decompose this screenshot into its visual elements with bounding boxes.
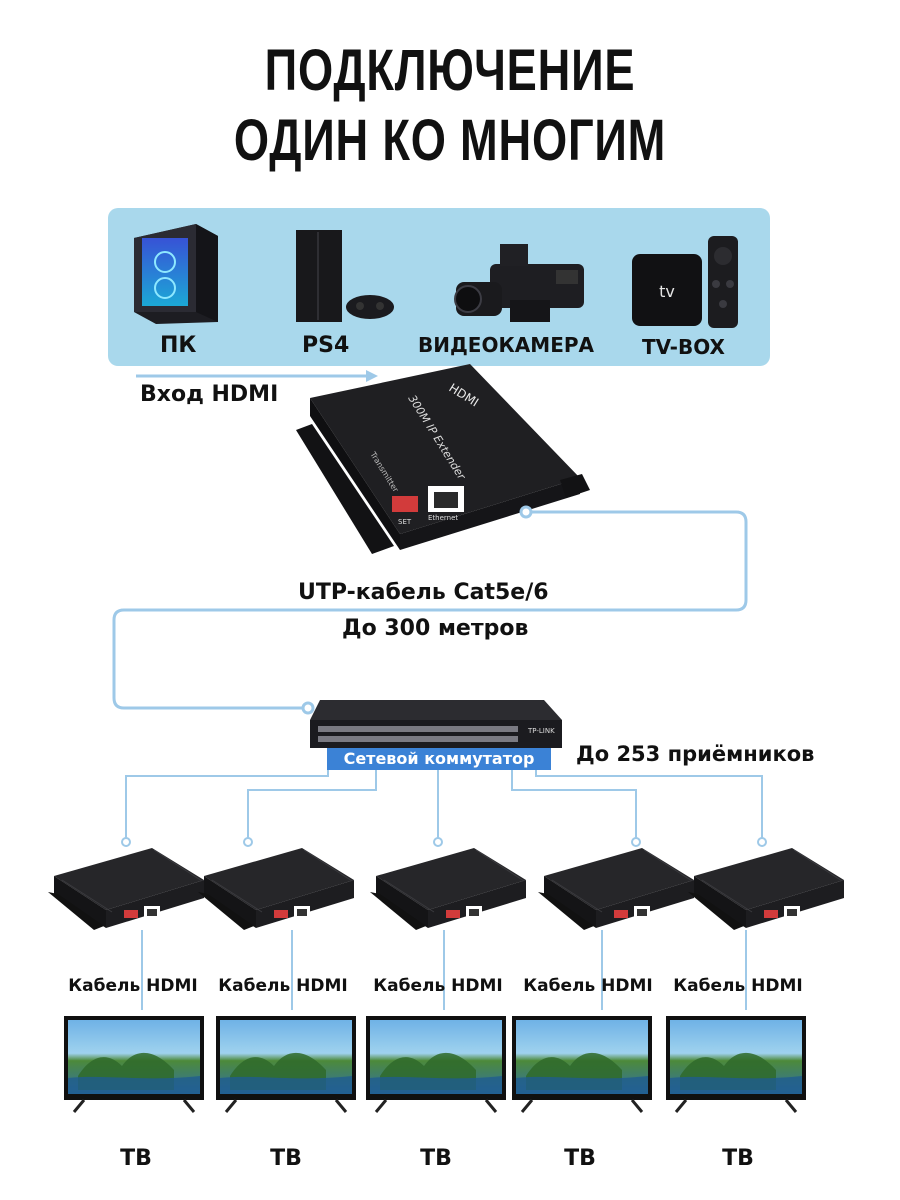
network-switch: TP-LINK — [310, 700, 562, 748]
hdmi-cable-lines — [141, 930, 747, 1010]
tv-screen-2 — [214, 1014, 358, 1114]
tv-label-3: ТВ — [420, 1146, 452, 1171]
receiver-device-2 — [197, 847, 355, 931]
receiver-device-1 — [47, 847, 205, 931]
distribution-lines — [125, 768, 763, 840]
utp-cable — [112, 505, 748, 715]
receiver-device-5 — [687, 847, 845, 931]
receiver-device-4 — [537, 847, 695, 931]
tv-screen-4 — [510, 1014, 654, 1114]
source-label-pc: ПК — [160, 333, 197, 358]
tv-screen-1 — [62, 1014, 206, 1114]
hdmi-input-label: Вход HDMI — [140, 382, 279, 407]
switch-label: Сетевой коммутатор — [327, 748, 551, 770]
transmitter-set-label: SET — [398, 518, 412, 526]
tv-screen-3 — [364, 1014, 508, 1114]
page-title-line1: ПОДКЛЮЧЕНИЕ — [264, 38, 636, 103]
game-console-icon — [296, 230, 394, 322]
tv-label-5: ТВ — [722, 1146, 754, 1171]
switch-brand: TP-LINK — [527, 727, 555, 735]
pc-tower-icon — [134, 224, 218, 324]
tv-screen-5 — [664, 1014, 808, 1114]
cable-type-label: UTP-кабель Cat5e/6 — [298, 580, 549, 605]
tv-label-2: ТВ — [270, 1146, 302, 1171]
hdmi-cable-label-3: Кабель HDMI — [373, 976, 503, 996]
hdmi-input-arrow — [136, 370, 378, 382]
max-receivers-label: До 253 приёмников — [576, 742, 815, 766]
source-label-videocamera: ВИДЕОКАМЕРА — [418, 333, 594, 357]
hdmi-cable-label-1: Кабель HDMI — [68, 976, 198, 996]
transmitter-port-label: Ethernet — [428, 514, 458, 522]
tv-label-1: ТВ — [120, 1146, 152, 1171]
tv-box-icon: tv — [632, 236, 738, 328]
transmitter-device: HDMI 300M IP Extender Transmitter SET Et… — [296, 364, 590, 554]
source-label-tvbox: TV-BOX — [642, 335, 725, 359]
hdmi-cable-label-4: Кабель HDMI — [523, 976, 653, 996]
page-title-line2: ОДИН КО МНОГИМ — [233, 108, 667, 173]
video-camera-icon — [454, 244, 584, 322]
tv-box-logo-text: tv — [659, 282, 675, 301]
hdmi-cable-label-5: Кабель HDMI — [673, 976, 803, 996]
cable-distance-label: До 300 метров — [342, 616, 529, 641]
tv-label-4: ТВ — [564, 1146, 596, 1171]
source-label-ps4: PS4 — [302, 333, 350, 358]
hdmi-cable-label-2: Кабель HDMI — [218, 976, 348, 996]
distribution-connectors — [121, 837, 767, 847]
receiver-device-3 — [369, 847, 527, 931]
